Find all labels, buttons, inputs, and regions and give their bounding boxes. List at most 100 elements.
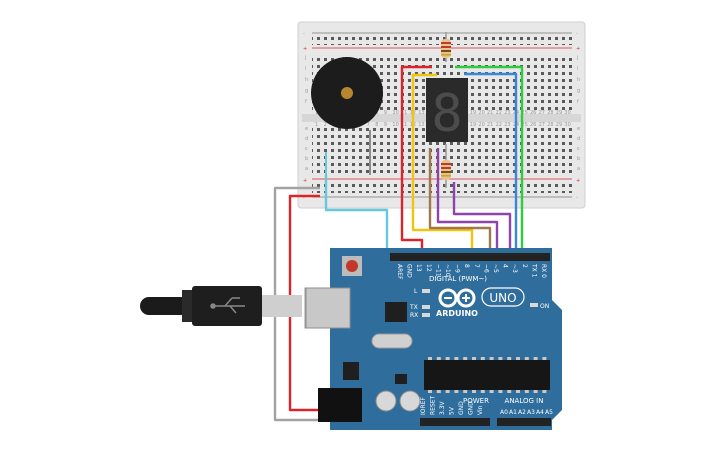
led-l [422,289,430,293]
analog-pin-label: A2 [518,409,526,416]
column-number: 2 [324,122,327,128]
column-number: 1 [315,122,318,128]
power-pin-label: Vin [477,405,484,415]
arduino-brand: ARDUINO [436,309,478,318]
power-pin-label: 3.3V [439,400,446,415]
digital-pin-label: TX 1 [530,263,537,278]
chip-pin [463,390,468,393]
seven-segment-display[interactable]: 8 [426,78,468,144]
chip-pin [542,357,547,360]
power-pin-label: GND [458,401,465,415]
led-on [530,303,538,307]
chip-pin [533,390,538,393]
digital-pin-label: ~10 [444,264,451,277]
resistor-top[interactable] [441,32,451,62]
chip-pin [463,357,468,360]
wire-blue[interactable] [464,72,518,255]
wire-green[interactable] [455,65,524,255]
chip-pin [472,390,476,393]
led-l-label: L [414,288,418,295]
analog-header-label: ANALOG IN [505,397,544,405]
rail-plus-label-tl: + [303,46,307,52]
analog-pin-label: A1 [509,409,517,416]
usb-chip [385,302,407,322]
usb-icon [210,297,245,314]
arduino-model: UNO [489,291,516,305]
wire-purple-2[interactable] [452,182,512,255]
digital-pin-label: RX 0 [540,264,547,278]
column-number: 22 [496,110,502,116]
row-letter-left: i [305,66,306,72]
rail-plus-label-bl: + [303,178,307,184]
chip-pin [454,357,459,360]
column-number: 9 [384,110,387,116]
atmega-chip [424,360,550,390]
chip-pin [472,357,476,360]
chip-pin [533,357,538,360]
row-letter-right: h [577,77,580,83]
wire-yellow[interactable] [411,73,474,255]
column-number: 13 [418,110,424,116]
column-number: 30 [564,122,570,128]
chip-pin [516,390,520,393]
chip-pin [480,357,485,360]
digital-pin-label: ~6 [482,264,489,273]
column-number: 23 [504,122,510,128]
digital-header[interactable] [390,253,550,261]
row-letter-right: i [577,66,578,72]
wire-purple-1[interactable] [436,148,499,255]
column-number: 21 [487,122,493,128]
column-number: 29 [556,122,562,128]
power-header[interactable] [420,418,490,426]
row-letter-right: f [577,99,579,105]
analog-header[interactable] [497,418,551,426]
chip-pin [436,357,441,360]
column-number: 9 [384,122,387,128]
row-letter-left: a [305,166,308,172]
row-letter-left: d [305,136,308,142]
column-number: 10 [392,122,398,128]
digital-pin-label: 8 [463,264,470,268]
row-letter-left: g [305,88,308,94]
chip-pin [428,357,432,360]
chip-pin [445,390,450,393]
digital-pin-label: AREF [396,264,403,280]
digital-pin-label: ~11 [434,264,441,277]
power-pin-label: 5V [449,406,456,415]
voltage-regulator [343,362,359,380]
chip-pin [436,390,441,393]
analog-pin-label: A5 [545,409,553,416]
led-rx [422,313,430,317]
piezo-buzzer[interactable] [311,57,383,129]
row-letter-right: d [577,136,580,142]
column-number: 26 [530,122,536,128]
column-number: 11 [401,122,407,128]
power-pin-label: GND [468,401,475,415]
column-number: 20 [478,110,484,116]
led-on-label: ON [540,303,549,310]
chip-pin [542,390,547,393]
chip-pin [498,357,503,360]
row-letter-right: e [577,126,580,132]
wire-brown[interactable] [428,148,492,255]
row-letter-right: b [577,156,580,162]
resistor-bottom[interactable] [441,144,451,188]
column-number: 10 [392,110,398,116]
power-jack [318,388,362,422]
row-letter-left: j [304,55,306,61]
usb-socket [305,287,351,329]
wire-red-display[interactable] [400,65,432,255]
column-number: 27 [539,110,545,116]
row-letter-left: c [305,146,308,152]
chip-pin [524,390,529,393]
rail-minus-label-tr: - [576,31,578,37]
reset-button-cap[interactable] [346,260,358,272]
chip-pin [489,357,494,360]
column-number: 28 [547,110,553,116]
chip-pin [524,357,529,360]
crystal [371,333,413,349]
